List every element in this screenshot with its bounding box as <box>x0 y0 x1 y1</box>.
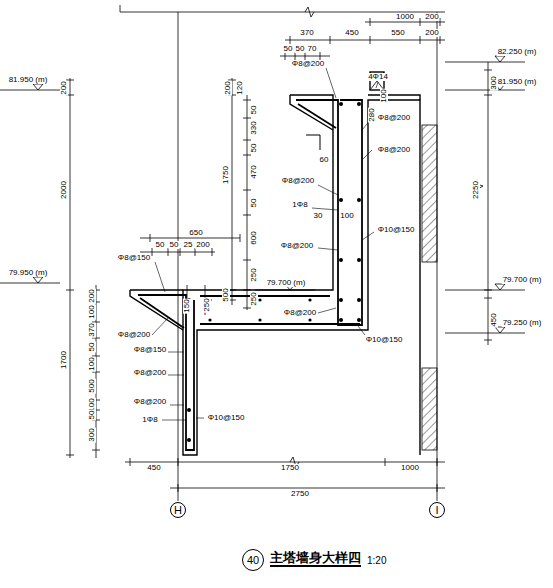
dimension-label: 370 <box>88 322 96 337</box>
elevation-label: 81.950 (m) <box>8 76 49 84</box>
elevation-label: 79.250 (m) <box>502 319 543 327</box>
dimension-label: 550 <box>390 29 405 37</box>
elevation-label: 79.700 (m) <box>502 276 543 284</box>
drawing-title: 主塔墙身大样四 <box>270 551 361 567</box>
rebar-callout: Φ8@200 <box>280 242 314 250</box>
rebar-callout: Φ8@200 <box>291 60 325 68</box>
dimension-label: 1750 <box>280 464 300 472</box>
dimension-label: 1000 <box>395 13 415 21</box>
dimension-label: 200 <box>60 80 68 95</box>
rebar-callout: Φ8@200 <box>117 331 151 339</box>
elevation-label: 79.700 (m) <box>266 279 307 287</box>
dimension-label: 450 <box>146 464 161 472</box>
dimension-label: 100 <box>380 88 388 103</box>
dimension-label: 250 <box>203 297 211 312</box>
dimension-label: 500 <box>222 287 230 302</box>
rebar-callout: Φ8@150 <box>117 254 151 262</box>
scale-label: 1:20 <box>367 556 386 566</box>
dimension-label: 1700 <box>60 350 68 370</box>
dimension-label: 250 <box>250 267 258 282</box>
dimension-label: 100 <box>339 212 354 220</box>
rebar-callout: Φ10@150 <box>207 414 246 422</box>
rebar-callout: 1Φ8 <box>141 416 158 424</box>
rebar-callout: Φ8@200 <box>133 369 167 377</box>
dimension-label: 1750 <box>222 165 230 185</box>
dimension-label: 100 <box>88 356 96 371</box>
dimension-label: 50 <box>250 105 258 116</box>
detail-number-circle: 40 <box>242 549 264 571</box>
dimension-label: 500 <box>88 378 96 393</box>
rebar-callout: Φ8@200 <box>133 398 167 406</box>
rebar-callout: Φ8@150 <box>133 346 167 354</box>
dimension-label: 200 <box>195 241 210 249</box>
dimension-label: 100 <box>88 304 96 319</box>
dimension-label: 250 <box>250 291 258 306</box>
elevation-label: 81.950 (m) <box>497 78 538 86</box>
dimension-label: 50 <box>155 241 166 249</box>
dimension-label: 280 <box>368 107 376 122</box>
dimension-label: 25 <box>183 241 194 249</box>
rebar-callout: Φ8@200 <box>281 177 315 185</box>
axis-bubble: I <box>429 502 445 518</box>
rebar-callout: 1Φ8 <box>291 201 308 209</box>
dimension-label: 30 <box>313 212 324 220</box>
dimension-label: 450 <box>490 312 498 327</box>
dimension-label: 200 <box>424 13 439 21</box>
rebar-callout: Φ8@200 <box>283 309 317 317</box>
dimension-label: 450 <box>344 29 359 37</box>
dimension-label: 50 <box>283 45 294 53</box>
elevation-label: 82.250 (m) <box>497 48 538 56</box>
dimension-label: 1000 <box>400 464 420 472</box>
dimension-label: 50 <box>250 143 258 154</box>
axis-bubble: H <box>170 502 186 518</box>
dimension-label: 200 <box>88 288 96 303</box>
dimension-label: 200 <box>224 80 232 95</box>
dimension-label: 50 <box>250 198 258 209</box>
dimension-label: 50 <box>295 45 306 53</box>
dimension-label: 470 <box>250 164 258 179</box>
dimension-label: 200 <box>424 29 439 37</box>
elevation-label: 79.950 (m) <box>8 269 49 277</box>
dimension-label: 60 <box>319 156 330 164</box>
dimension-label: 300 <box>88 427 96 442</box>
dimension-label: 2000 <box>60 180 68 200</box>
node-text: H <box>174 505 182 516</box>
dimension-label: 2750 <box>290 490 310 498</box>
dimension-label: 70 <box>307 45 318 53</box>
dimension-label: 600 <box>250 230 258 245</box>
dimension-label: 2250 <box>472 180 480 200</box>
dimension-label: 150 <box>183 298 191 313</box>
dimension-label: 120 <box>236 80 244 95</box>
node-text: I <box>435 505 438 516</box>
dimension-label: 370 <box>299 29 314 37</box>
rebar-callout: 4Φ14 <box>367 73 389 81</box>
dimension-label: 330 <box>250 120 258 135</box>
dimension-label: 50 <box>88 410 96 421</box>
dimension-label: 50 <box>169 241 180 249</box>
dimension-label: 650 <box>188 229 203 237</box>
rebar-callout: Φ10@150 <box>377 226 416 234</box>
rebar-callout: Φ8@200 <box>377 114 411 122</box>
rebar-callout: Φ8@200 <box>377 146 411 154</box>
node-text: 40 <box>247 555 259 566</box>
rebar-callout: Φ10@150 <box>365 336 404 344</box>
dimension-label: 50 <box>88 342 96 353</box>
